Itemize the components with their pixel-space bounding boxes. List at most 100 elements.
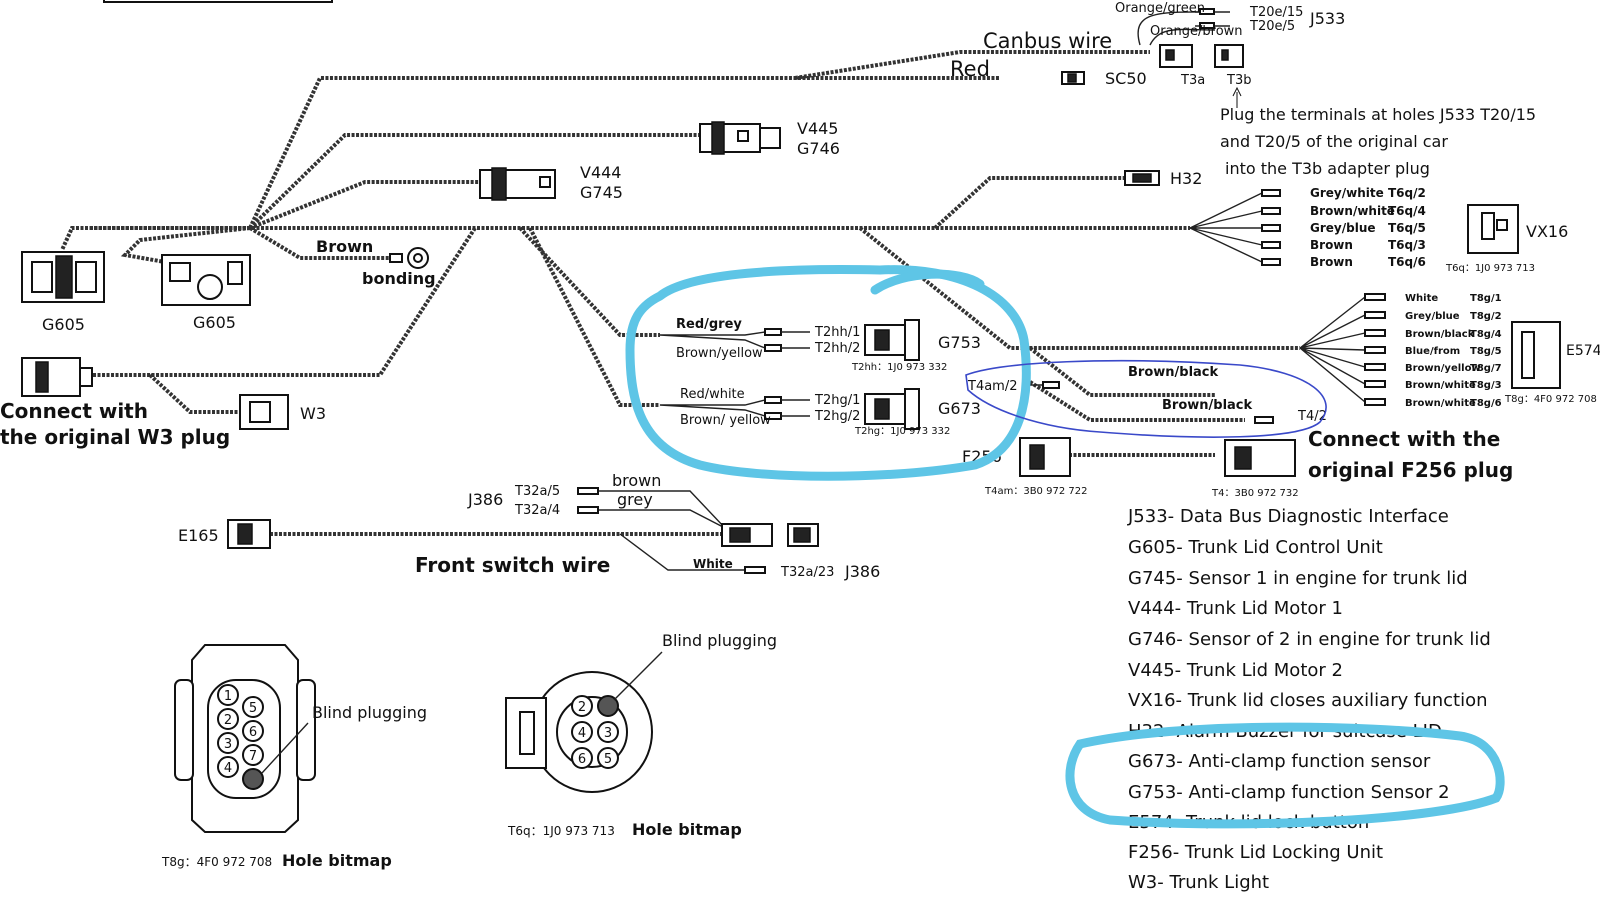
- hole-3: [217, 732, 239, 754]
- g753-pin-2: T2hh/2: [814, 341, 860, 356]
- g753-wire-2: Brown/yellow: [676, 346, 763, 361]
- bonding-ring-icon: [389, 247, 429, 269]
- label-vx16: VX16: [1526, 222, 1568, 241]
- e574-wire-3: Brown/black: [1405, 329, 1475, 340]
- hole-6: [242, 720, 264, 742]
- label-j386-left: J386: [467, 490, 503, 509]
- pin-t32a5: T32a/5: [514, 484, 560, 499]
- legend-g605: G605- Trunk Lid Control Unit: [1128, 537, 1383, 558]
- highlight-brown-black-wires: [965, 359, 1327, 438]
- e574-pin-5: T8g/7: [1470, 363, 1502, 374]
- frame-edge: [103, 0, 333, 3]
- h32-connector: [1124, 170, 1160, 186]
- blind-plugging-left: Blind plugging: [312, 703, 427, 722]
- legend-v445: V445- Trunk Lid Motor 2: [1128, 660, 1343, 681]
- label-canbus-wire: Canbus wire: [983, 29, 1112, 53]
- g753-pin-1: T2hh/1: [814, 325, 860, 340]
- label-g605-right: G605: [193, 313, 236, 332]
- t8g-hole-5: 5: [249, 701, 257, 716]
- vx16-fan: [1189, 189, 1519, 266]
- wire-label-brown: Brown: [316, 237, 373, 256]
- e574-pin-1: T8g/1: [1470, 293, 1502, 304]
- label-sc50: SC50: [1105, 69, 1147, 88]
- label-g673: G673: [938, 399, 981, 418]
- plug-note-line-2: and T20/5 of the original car: [1220, 132, 1448, 151]
- w3-plug: [21, 357, 93, 397]
- connect-f256-line-2: original F256 plug: [1308, 458, 1513, 482]
- connect-w3-line-1: Connect with: [0, 399, 148, 423]
- g673-wire-1: Red/white: [680, 387, 745, 402]
- highlight-sensor-block: [625, 265, 1031, 481]
- wire-label-white-j386: White: [693, 557, 733, 571]
- t8g-hole-2: 2: [224, 713, 232, 728]
- blind-hole: [242, 768, 264, 790]
- label-j386-right: J386: [844, 562, 880, 581]
- hole-1: [217, 684, 239, 706]
- hole-5: [242, 696, 264, 718]
- vx16-wire-3: Grey/blue: [1310, 221, 1376, 235]
- g605-right-unit: [161, 254, 251, 306]
- legend-g746: G746- Sensor of 2 in engine for trunk li…: [1128, 629, 1491, 650]
- e574-wire-6: Brown/white: [1405, 380, 1476, 391]
- wire-label-brown-black-1: Brown/black: [1128, 365, 1219, 380]
- e574-wire-5: Brown/yellow: [1405, 363, 1481, 374]
- v445-connector: [699, 121, 781, 155]
- g673-pin-1: T2hg/1: [814, 393, 860, 408]
- label-v444: V444: [580, 163, 621, 182]
- e574-pin-4: T8g/5: [1470, 346, 1502, 357]
- wire-label-orange-green: Orange/green: [1115, 1, 1205, 16]
- t8g-hole-4: 4: [224, 761, 232, 776]
- e574-wire-1: White: [1405, 293, 1438, 304]
- legend: J533- Data Bus Diagnostic Interface G605…: [1127, 506, 1491, 893]
- g753-wiring: [659, 319, 920, 361]
- t6q-hole-5: 5: [604, 752, 612, 767]
- pin-t20e5: T20e/5: [1249, 19, 1295, 34]
- highlight-legend-g673-g753: [1065, 722, 1505, 829]
- label-front-switch-wire: Front switch wire: [415, 553, 610, 577]
- t8g-hole-bitmap: [174, 644, 316, 833]
- label-e574: E574: [1566, 343, 1600, 359]
- t6q-hole-4: 4: [578, 726, 586, 741]
- e574-pin-7: T8g/6: [1470, 398, 1502, 409]
- legend-j533: J533- Data Bus Diagnostic Interface: [1127, 506, 1449, 527]
- vx16-part-number: T6q：1J0 973 713: [1445, 263, 1535, 274]
- legend-v444: V444- Trunk Lid Motor 1: [1128, 598, 1343, 619]
- pin-t42: T4/2: [1297, 409, 1327, 424]
- e574-pin-6: T8g/3: [1470, 380, 1502, 391]
- label-red-wire: Red: [950, 57, 990, 81]
- t8g-caption-text: Hole bitmap: [282, 851, 392, 870]
- legend-g745: G745- Sensor 1 in engine for trunk lid: [1128, 568, 1468, 589]
- label-g605-left: G605: [42, 315, 85, 334]
- label-j533: J533: [1309, 9, 1345, 28]
- e574-part-number: T8g：4F0 972 708: [1504, 394, 1597, 405]
- legend-g673: G673- Anti-clamp function sensor: [1128, 751, 1431, 772]
- vx16-wire-4: Brown: [1310, 238, 1353, 252]
- legend-vx16: VX16- Trunk lid closes auxiliary functio…: [1128, 690, 1488, 711]
- connect-w3-line-2: the original W3 plug: [0, 425, 230, 449]
- label-g746: G746: [797, 139, 840, 158]
- t4-part-number: T4：3B0 972 732: [1211, 488, 1299, 499]
- t6q-blind-hole: [597, 695, 619, 717]
- t8g-hole-1: 1: [224, 689, 232, 704]
- t6q-hole-bitmap: [505, 651, 663, 793]
- pin-t32a23: T32a/23: [780, 565, 834, 580]
- e574-pin-3: T8g/4: [1470, 329, 1502, 340]
- t8g-hole-7: 7: [249, 749, 257, 764]
- plug-note-line-1: Plug the terminals at holes J533 T20/15: [1220, 105, 1536, 124]
- t6q-hole-3: 3: [604, 726, 612, 741]
- label-t3a: T3a: [1180, 73, 1205, 88]
- label-w3: W3: [300, 404, 326, 423]
- t6q-hole-6: 6: [578, 752, 586, 767]
- connect-f256-line-1: Connect with the: [1308, 427, 1500, 451]
- harness-trunk: [60, 50, 1300, 536]
- label-e165: E165: [178, 526, 219, 545]
- vx16-wire-2: Brown/white: [1310, 204, 1395, 218]
- g605-left-connector: [21, 251, 105, 303]
- e574-pin-2: T8g/2: [1470, 311, 1502, 322]
- e574-fan: [1299, 293, 1561, 406]
- label-g753: G753: [938, 333, 981, 352]
- g673-wiring: [659, 388, 920, 430]
- pin-t32a4: T32a/4: [514, 503, 560, 518]
- plug-note-line-3: into the T3b adapter plug: [1225, 159, 1430, 178]
